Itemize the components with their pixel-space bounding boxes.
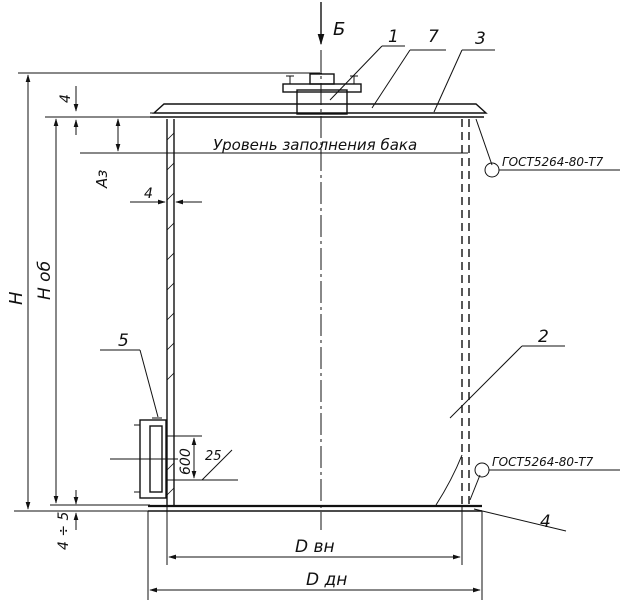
- dim-Az: Аз: [93, 170, 111, 189]
- weld-symbol-bottom-leader: [469, 462, 620, 501]
- diameter-dimensions: [147, 505, 483, 600]
- callout-leaders: [100, 45, 567, 532]
- dim-wall-thickness: 4: [144, 186, 153, 202]
- view-arrow-b: Б: [317, 2, 345, 46]
- tank-wall-left: [166, 119, 175, 505]
- callout-2: 2: [538, 327, 549, 347]
- callout-7: 7: [428, 27, 439, 47]
- weld-symbol-top-leader: [475, 118, 620, 178]
- weld-symbol-top: ГОСТ5264-80-Т7: [502, 155, 604, 169]
- filler-neck: [282, 73, 362, 115]
- callout-1: 1: [388, 27, 399, 47]
- dim-H: H: [6, 291, 27, 305]
- dimension-lines-left: [14, 72, 322, 530]
- dim-hatch-offset: 25: [205, 449, 222, 464]
- hatch-dimensions: [166, 435, 238, 481]
- callout-5: 5: [118, 331, 129, 351]
- bottom-plate: [148, 504, 482, 512]
- callout-3: 3: [475, 29, 486, 49]
- side-hatch: [110, 417, 178, 499]
- lid: [150, 103, 488, 118]
- dim-hatch-height: 600: [178, 448, 194, 475]
- dim-bottom-gap: 4 ÷ 5: [56, 511, 72, 550]
- dim-D-inner: D вн: [295, 537, 335, 557]
- fill-level-label: Уровень заполнения бака: [213, 136, 417, 154]
- dim-H-ob: H об: [35, 261, 55, 300]
- bottom-weld: [435, 454, 463, 506]
- dim-top-thickness: 4: [58, 94, 74, 103]
- callout-4: 4: [540, 512, 551, 532]
- weld-symbol-bottom: ГОСТ5264-80-Т7: [492, 455, 594, 469]
- tank-wall-right: [461, 119, 470, 505]
- dim-D-outer: D дн: [306, 570, 347, 590]
- view-arrow-label: Б: [333, 19, 345, 40]
